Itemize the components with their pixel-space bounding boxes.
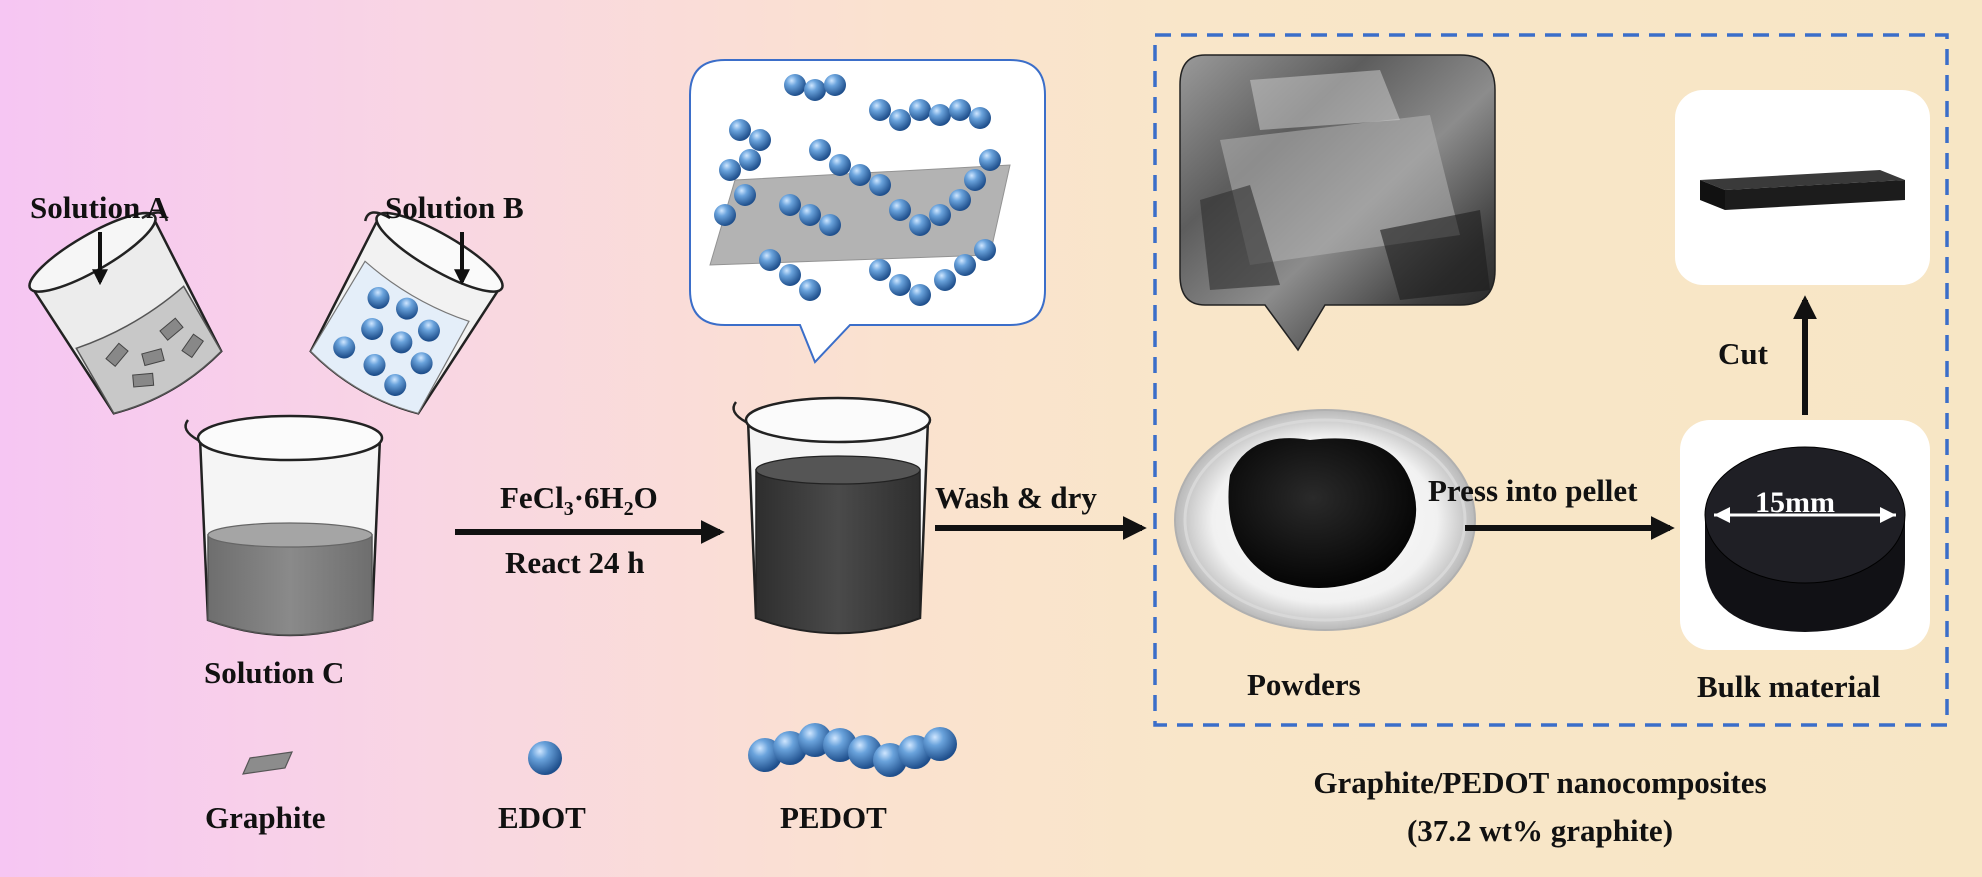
reagent-prefix: FeCl bbox=[500, 480, 564, 515]
sem-image bbox=[1179, 54, 1496, 352]
label-solution-b: Solution B bbox=[385, 190, 524, 225]
label-solution-a: Solution A bbox=[30, 190, 169, 225]
powder-dish bbox=[1174, 409, 1476, 631]
legend-pedot-label: PEDOT bbox=[780, 800, 887, 835]
pellet bbox=[1680, 420, 1930, 650]
label-wash-dry: Wash & dry bbox=[935, 480, 1097, 515]
beaker-a bbox=[28, 211, 223, 415]
reagent-sub1: 3 bbox=[563, 498, 574, 521]
legend-edot-icon bbox=[528, 741, 562, 775]
label-composite-line2: (37.2 wt% graphite) bbox=[1406, 813, 1674, 848]
label-powders: Powders bbox=[1247, 667, 1361, 702]
label-composite-line1: Graphite/PEDOT nanocomposites bbox=[1313, 765, 1767, 800]
pedot-chains bbox=[714, 74, 1001, 306]
label-solution-c: Solution C bbox=[204, 655, 345, 690]
beaker-c bbox=[184, 414, 384, 637]
pedot-graphite-bubble bbox=[689, 59, 1046, 364]
nanocomposite-dashed-box bbox=[1153, 33, 1949, 727]
beaker-b bbox=[309, 211, 504, 415]
label-press-pellet: Press into pellet bbox=[1428, 473, 1638, 508]
label-cut: Cut bbox=[1718, 336, 1768, 371]
legend-pedot-icon bbox=[748, 723, 957, 777]
label-diameter: 15mm bbox=[1755, 486, 1835, 519]
legend-graphite-icon bbox=[242, 751, 293, 775]
bulk-bar bbox=[1675, 90, 1930, 285]
label-reagent: FeCl3·6H2O bbox=[500, 480, 658, 521]
label-bulk-material: Bulk material bbox=[1697, 669, 1881, 704]
reagent-sub2: 2 bbox=[623, 498, 634, 521]
label-react-time: React 24 h bbox=[505, 545, 645, 580]
reagent-mid: ·6H bbox=[573, 480, 624, 515]
legend-edot-label: EDOT bbox=[498, 800, 586, 835]
legend-graphite-label: Graphite bbox=[205, 800, 326, 835]
reagent-suffix: O bbox=[633, 480, 658, 515]
beaker-product bbox=[732, 396, 932, 635]
